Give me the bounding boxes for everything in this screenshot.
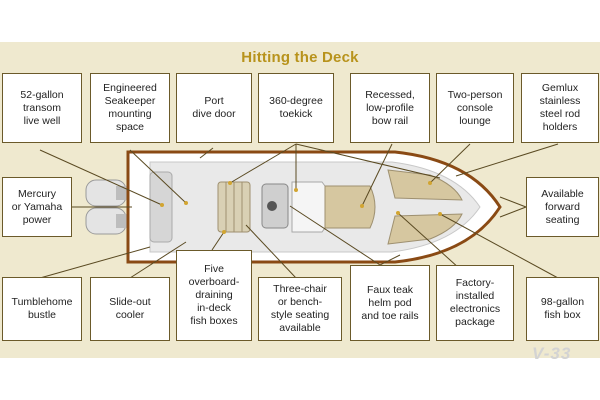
callout-fish-boxes: Five overboard- draining in-deck fish bo… — [176, 250, 252, 341]
diagram-title: Hitting the Deck — [241, 49, 359, 66]
callout-electronics: Factory- installed electronics package — [436, 265, 514, 341]
callout-toekick: 360-degree toekick — [258, 73, 334, 143]
callout-forward-seating: Available forward seating — [526, 177, 599, 237]
callout-transom-live-well: 52-gallon transom live well — [2, 73, 82, 143]
callout-fish-box-98: 98-gallon fish box — [526, 277, 599, 341]
callout-cooler: Slide-out cooler — [90, 277, 170, 341]
transom-live-well — [149, 171, 173, 243]
bow-seat-bottom — [387, 213, 463, 245]
callout-bow-rail: Recessed, low-profile bow rail — [350, 73, 430, 143]
callout-seakeeper: Engineered Seakeeper mounting space — [90, 73, 170, 143]
callout-seating: Three-chair or bench- style seating avai… — [258, 277, 342, 341]
callout-power: Mercury or Yamaha power — [2, 177, 72, 237]
callout-helm-pod: Faux teak helm pod and toe rails — [350, 265, 430, 341]
callout-dive-door: Port dive door — [176, 73, 252, 143]
callout-bustle: Tumblehome bustle — [2, 277, 82, 341]
console-lounge — [324, 185, 376, 229]
leader-dots — [160, 181, 442, 234]
callout-console-lounge: Two-person console lounge — [436, 73, 514, 143]
model-watermark: V-33 — [532, 344, 572, 363]
callout-rod-holders: Gemlux stainless steel rod holders — [521, 73, 599, 143]
